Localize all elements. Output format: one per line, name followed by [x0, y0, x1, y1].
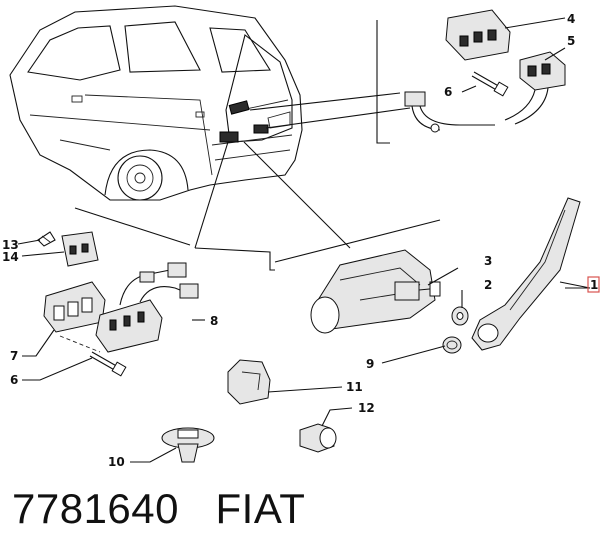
- callout-1-highlight-box: [587, 276, 600, 293]
- callout-5: 5: [567, 34, 575, 48]
- dashed-assembly-line: [59, 335, 101, 353]
- part-1-wiper-arm: [471, 197, 581, 351]
- part-7-panel: [43, 281, 106, 333]
- part-13-clip: [37, 231, 56, 247]
- part-3-wiper-motor: [310, 249, 441, 334]
- callout-9: 9: [366, 357, 374, 371]
- callout-2: 2: [484, 278, 492, 292]
- part-10-plug: [161, 427, 215, 463]
- callout-11: 11: [346, 380, 363, 394]
- part-5-connector: [504, 51, 566, 125]
- callout-13: 13: [2, 238, 19, 252]
- callout-3: 3: [484, 254, 492, 268]
- part-4-switch: [445, 9, 511, 61]
- hatch-parts-highlight: [219, 100, 269, 143]
- part-8-wiring-harness: [95, 262, 199, 353]
- callout-14: 14: [2, 250, 19, 264]
- part-number-caption: 7781640 FIAT: [12, 485, 306, 532]
- callout-1: 1: [590, 278, 598, 292]
- callout-8: 8: [210, 314, 218, 328]
- part-12-lamp: [299, 423, 337, 453]
- part-9-cap: [442, 336, 462, 354]
- callout-6-top: 6: [444, 85, 452, 99]
- callout-10: 10: [108, 455, 125, 469]
- part-14-switch-block: [61, 231, 99, 267]
- part-11-bracket: [227, 359, 271, 405]
- part-number: 7781640: [12, 485, 180, 532]
- leader-lines: [17, 17, 591, 463]
- callout-12: 12: [358, 401, 375, 415]
- part-6-screw-top: [471, 71, 509, 97]
- top-connector-cable: [404, 91, 495, 133]
- car-illustration: [9, 5, 303, 201]
- callout-7: 7: [10, 349, 18, 363]
- callout-6-left: 6: [10, 373, 18, 387]
- brand-name: FIAT: [215, 485, 306, 532]
- callout-4: 4: [567, 12, 575, 26]
- reference-lines: [74, 20, 441, 271]
- part-6-screw-left: [89, 351, 127, 377]
- part-2-nut: [451, 306, 469, 326]
